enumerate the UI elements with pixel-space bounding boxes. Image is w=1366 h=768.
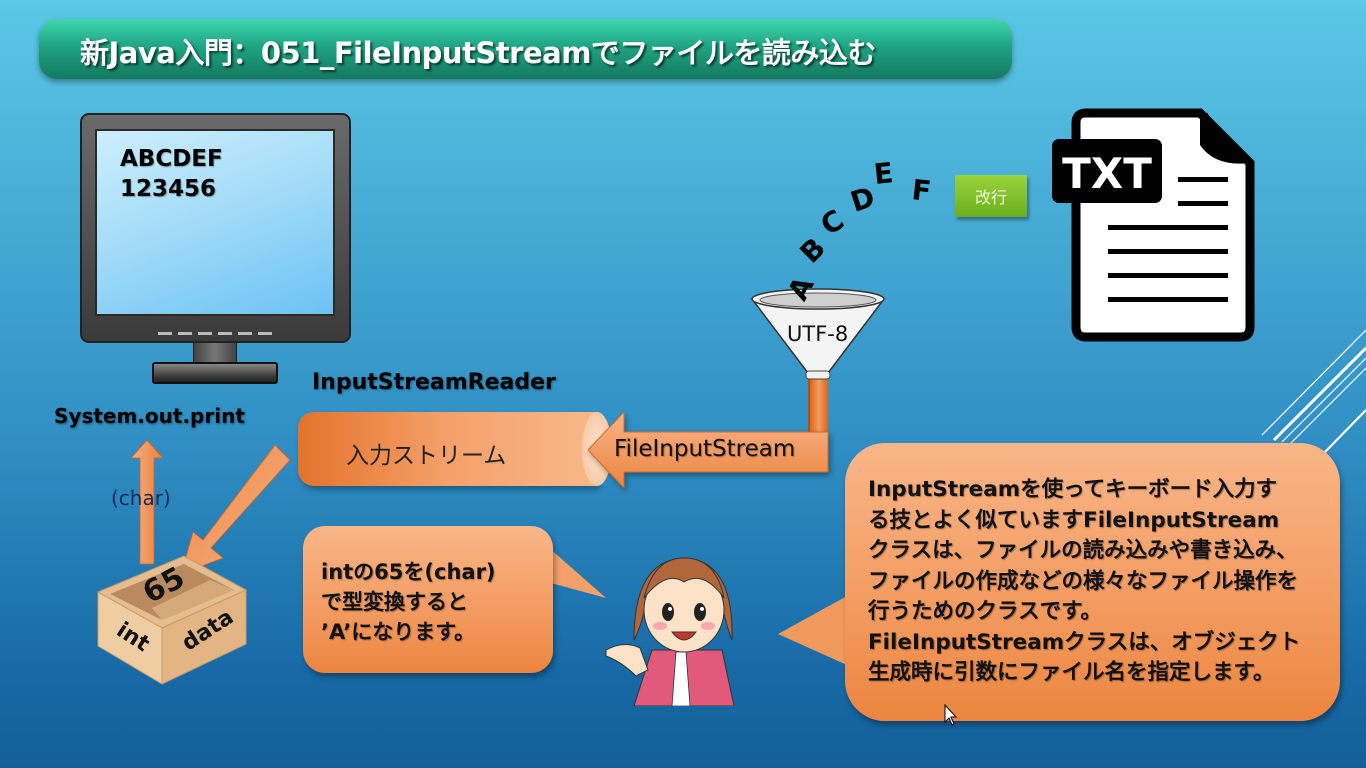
encoding-label: UTF-8 [787,322,849,346]
input-stream-cylinder [298,412,598,486]
monitor-base [152,362,278,384]
callout-tail [540,540,606,598]
newline-button: 改行 [955,175,1027,217]
txt-label: TXT [1062,149,1152,198]
mouse-cursor-icon [944,704,958,726]
text-file-icon: TXT [1052,108,1255,342]
presenter-character-icon [605,557,735,706]
input-stream-reader-label: InputStreamReader [312,370,556,395]
callout-file-input-stream-explanation [845,443,1340,721]
screen-output: ABCDEF 123456 [120,144,223,204]
screen-line-2: 123456 [120,176,217,202]
system-out-print-label: System.out.print [54,404,245,428]
monitor-screen [95,129,335,316]
char-cast-label: (char) [111,486,171,510]
letter-e: E [872,156,895,191]
callout-cast-text: intの65を(char) で型変換すると ’A’になります。 [321,560,496,644]
funnel-icon [750,288,886,380]
callout-explanation-text: InputStreamを使ってキーボード入力す る技とよく似ていますFileIn… [868,477,1301,685]
callout-tail [778,590,858,670]
decorative-lines-icon [1261,329,1366,453]
title-banner [39,19,1012,79]
callout-cast-explanation [303,526,553,673]
funnel-pipe [808,376,828,436]
left-arrow-icon [588,412,829,488]
letter-b: B [793,231,832,270]
screen-line-1: ABCDEF [120,146,223,172]
monitor-neck [193,342,237,364]
letter-c: C [814,203,850,242]
data-box-icon [96,555,248,685]
slide-title: 新Java入門：051_FileInputStreamでファイルを読み込む [80,36,876,70]
input-stream-label: 入力ストリーム [346,443,507,469]
letter-f: F [910,173,933,208]
monitor-buttons [158,332,272,335]
file-input-stream-label: FileInputStream [614,436,796,462]
up-arrow-icon [130,440,164,565]
letter-d: D [846,180,879,219]
